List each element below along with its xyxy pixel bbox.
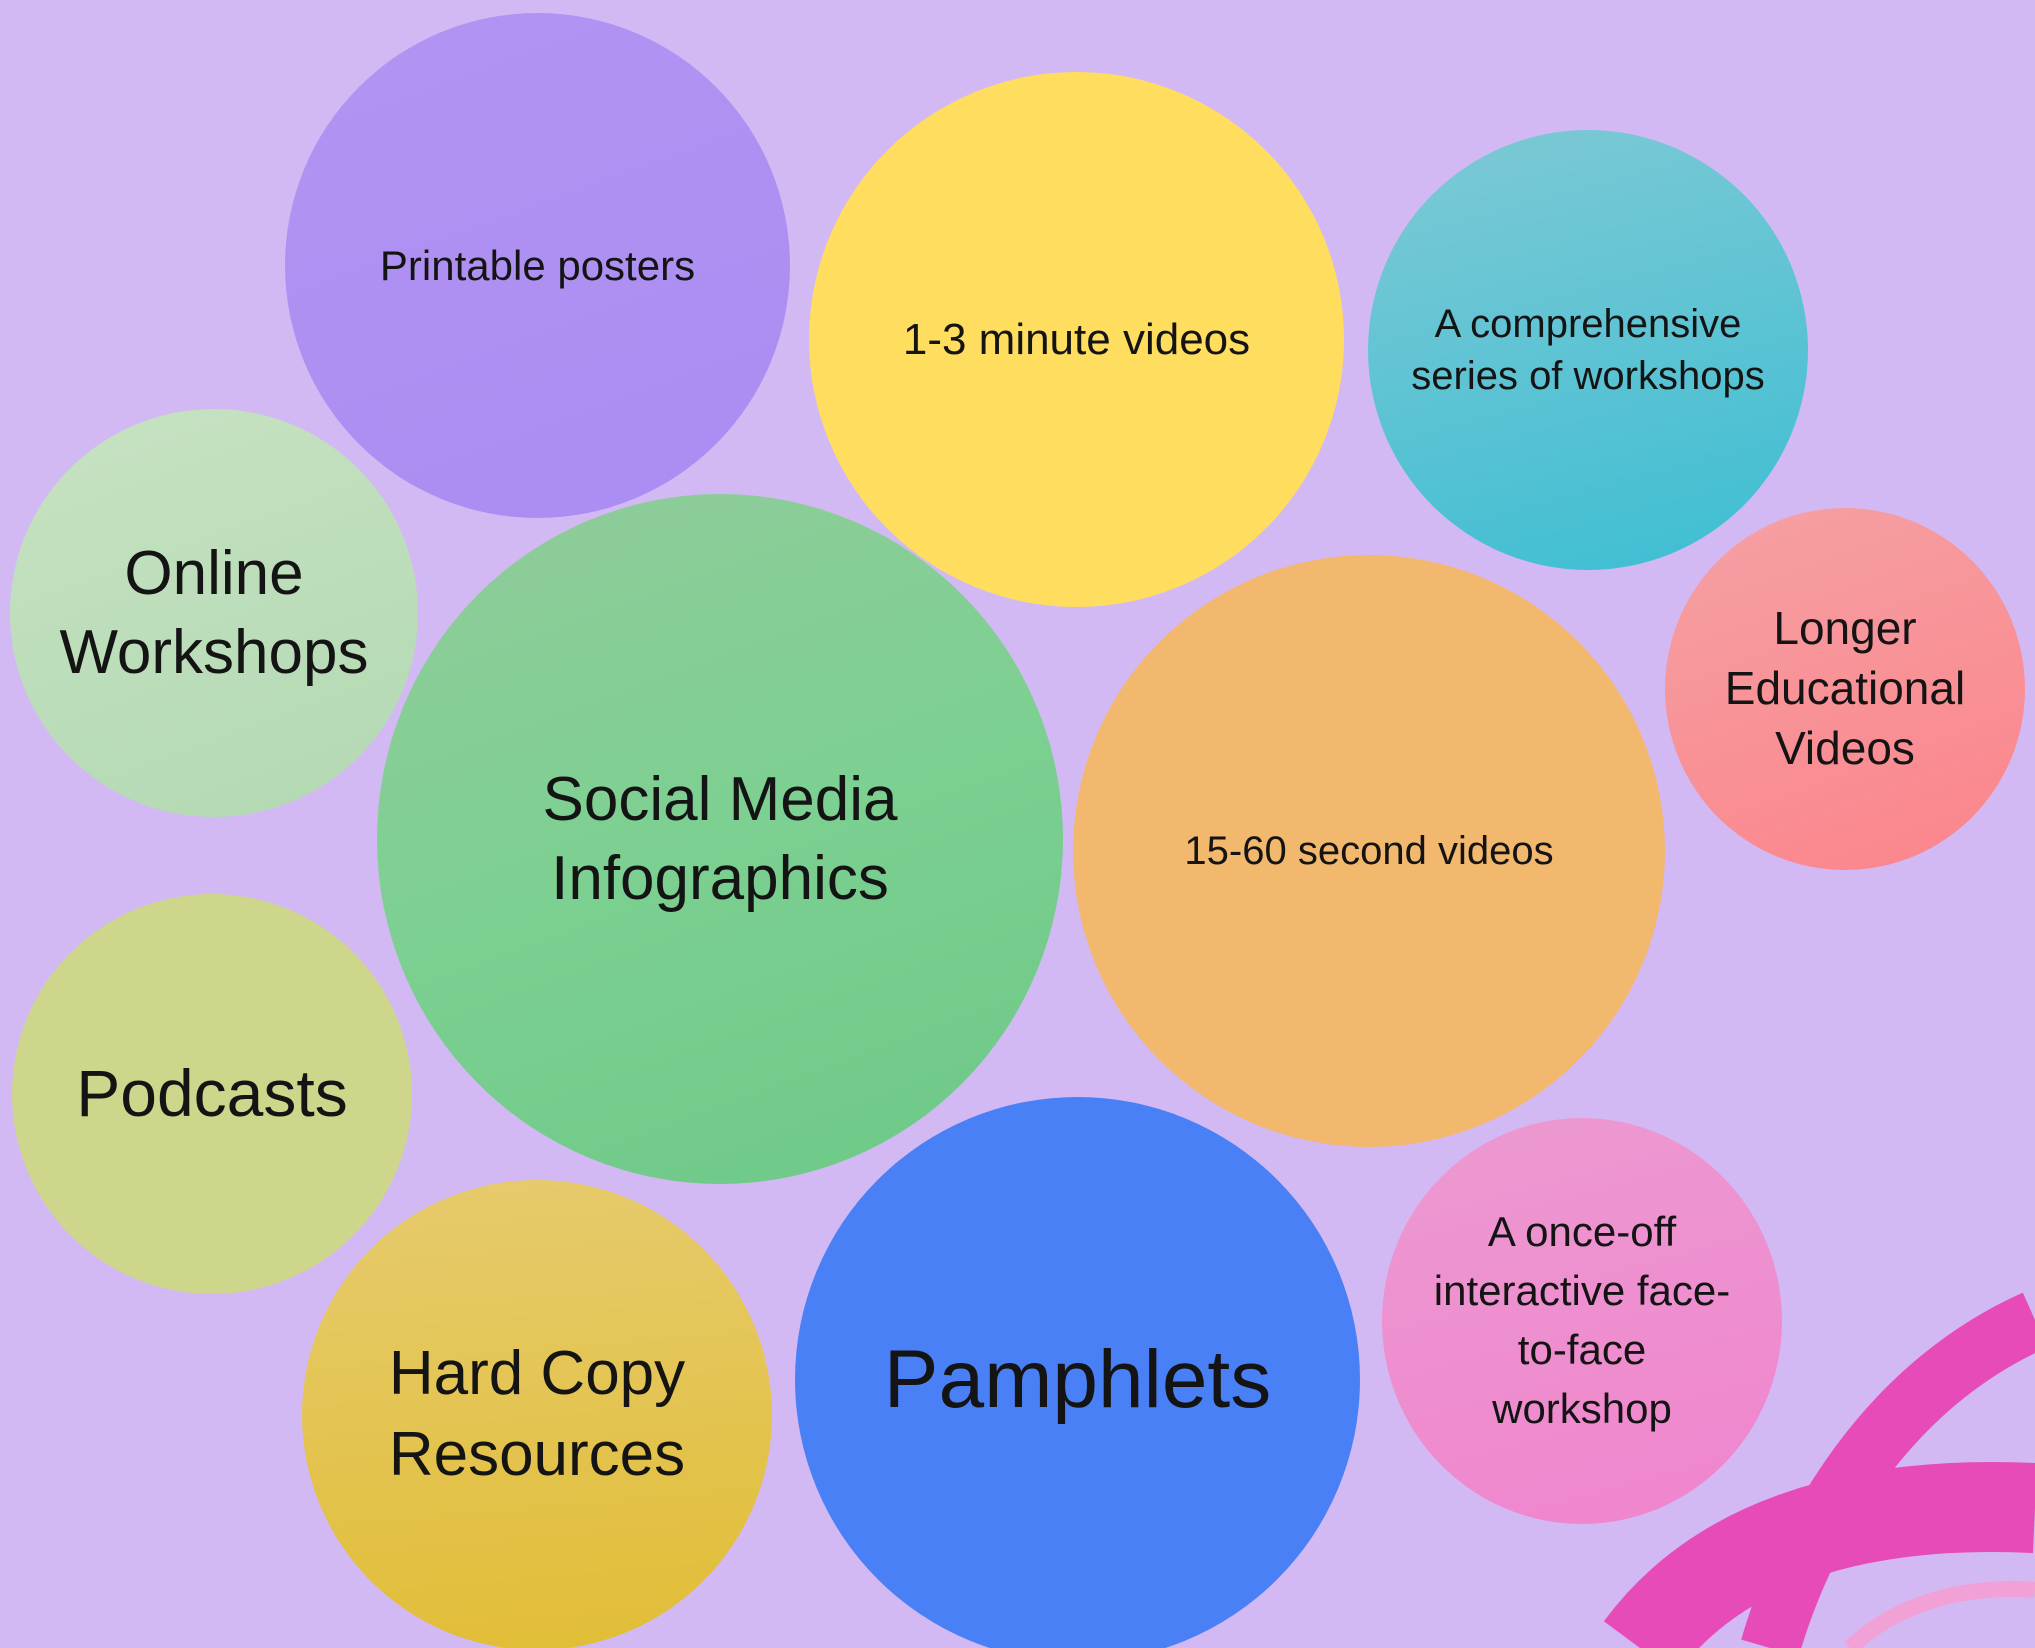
- bubble-label: A comprehensive series of workshops: [1411, 298, 1764, 402]
- label-line: Videos: [1775, 721, 1915, 774]
- label-line: 15-60 second videos: [1184, 828, 1554, 873]
- label-line: workshop: [1492, 1384, 1672, 1432]
- bubble-second-videos: 15-60 second videos: [1073, 555, 1665, 1147]
- label-line: to-face: [1517, 1326, 1647, 1373]
- bubble-online-workshops: Online Workshops: [10, 409, 418, 817]
- bubble-label: Hard Copy Resources: [389, 1334, 685, 1495]
- bubble-label: 15-60 second videos: [1184, 829, 1553, 874]
- label-line: A comprehensive: [1434, 302, 1742, 346]
- bubble-hard-copy-resources: Hard Copy Resources: [302, 1180, 772, 1648]
- bubble-short-videos: 1-3 minute videos: [809, 72, 1344, 607]
- label-line: Educational: [1724, 662, 1966, 715]
- bubble-label: 1-3 minute videos: [903, 315, 1250, 364]
- bubble-label: Online Workshops: [60, 534, 369, 693]
- label-line: Social Media: [542, 764, 898, 834]
- label-line: Longer: [1773, 602, 1917, 655]
- label-line: interactive face-: [1433, 1267, 1731, 1315]
- bubble-label: Printable posters: [380, 242, 695, 289]
- label-line: Online: [124, 538, 304, 608]
- bubble-social-media-infographics: Social Media Infographics: [377, 494, 1063, 1184]
- label-line: Workshops: [59, 618, 369, 687]
- decorative-swirl-icon: [1603, 1292, 2035, 1648]
- bubble-label: A once-off interactive face- to-face wor…: [1434, 1203, 1730, 1438]
- bubble-label: Longer Educational Videos: [1725, 599, 1965, 778]
- bubble-workshop-series: A comprehensive series of workshops: [1368, 130, 1808, 570]
- label-line: 1-3 minute videos: [902, 314, 1251, 364]
- bubble-podcasts: Podcasts: [12, 894, 412, 1294]
- label-line: Printable posters: [379, 241, 696, 289]
- bubble-label: Pamphlets: [884, 1334, 1271, 1426]
- label-line: Podcasts: [76, 1056, 348, 1131]
- bubble-label: Podcasts: [76, 1056, 348, 1131]
- bubble-once-off-workshop: A once-off interactive face- to-face wor…: [1382, 1118, 1782, 1524]
- label-line: Infographics: [551, 844, 889, 913]
- bubble-pamphlets: Pamphlets: [795, 1097, 1360, 1648]
- bubble-printable-posters: Printable posters: [285, 13, 790, 518]
- bubble-label: Social Media Infographics: [543, 760, 898, 919]
- label-line: series of workshops: [1411, 354, 1765, 398]
- label-line: Pamphlets: [883, 1333, 1272, 1425]
- bubble-longer-educational-videos: Longer Educational Videos: [1665, 508, 2025, 870]
- label-line: Hard Copy: [388, 1339, 686, 1409]
- label-line: Resources: [388, 1420, 686, 1489]
- label-line: A once-off: [1487, 1208, 1677, 1256]
